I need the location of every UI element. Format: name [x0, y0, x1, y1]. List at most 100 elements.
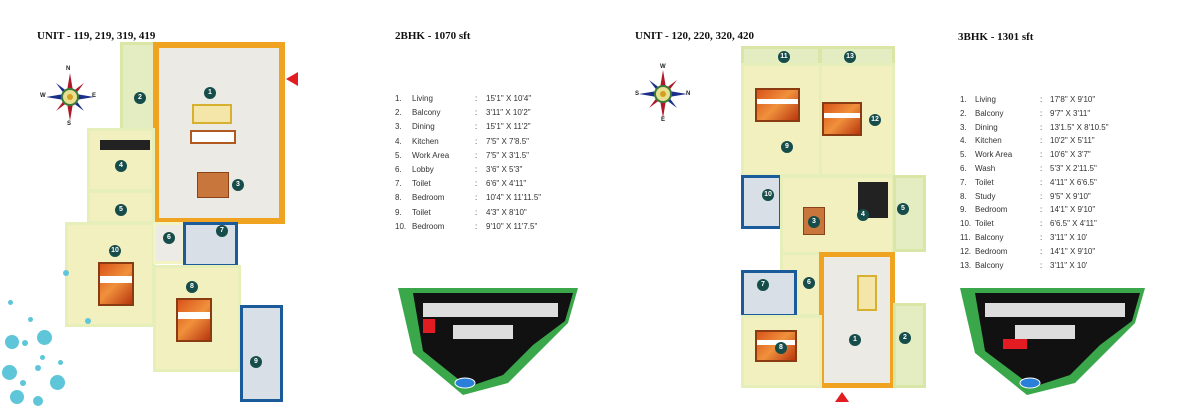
- left-site-plan: [398, 288, 578, 395]
- spec-number: 12.: [960, 246, 972, 256]
- spec-dim: 10'6" X 3'7": [1050, 150, 1091, 160]
- room-badge-4: 4: [115, 160, 127, 172]
- room-badge-4: 4: [857, 209, 869, 221]
- spec-separator: :: [1040, 177, 1043, 187]
- spec-number: 3.: [960, 122, 967, 132]
- compass-label-w: W: [40, 93, 46, 99]
- spec-row: 4.Kitchen:7'5" X 7'8.5": [395, 137, 595, 151]
- room-balcony-2: [893, 303, 926, 388]
- spec-name: Living: [412, 94, 433, 103]
- room-work-area: [893, 175, 926, 252]
- spec-dim: 14'1" X 9'10": [1050, 205, 1096, 215]
- spec-separator: :: [475, 136, 478, 146]
- spec-name: Balcony: [412, 108, 441, 118]
- spec-separator: :: [475, 193, 478, 203]
- compass-label-left: S: [635, 91, 640, 97]
- spec-number: 2.: [960, 108, 967, 118]
- room-badge-10: 10: [762, 189, 774, 201]
- spec-dim: 4'11" X 6'6.5": [1050, 177, 1097, 187]
- room-badge-10: 10: [109, 245, 121, 257]
- spec-name: Toilet: [975, 177, 994, 187]
- spec-separator: :: [475, 150, 478, 160]
- room-toilet-7: [741, 270, 797, 317]
- spec-row: 2.Balcony:9'7" X 3'11": [960, 109, 1160, 123]
- compass-label-top: W: [660, 64, 666, 70]
- right-site-plan: [960, 288, 1145, 395]
- spec-name: Study: [975, 191, 996, 201]
- spec-number: 9.: [960, 205, 967, 215]
- spec-name: Work Area: [975, 150, 1013, 160]
- spec-name: Toilet: [975, 219, 994, 229]
- spec-row: 10.Toilet:6'6.5" X 4'11": [960, 219, 1160, 233]
- room-badge-8: 8: [775, 342, 787, 354]
- spec-number: 9.: [395, 207, 402, 217]
- compass-label-s: S: [67, 121, 72, 127]
- bed-icon: [822, 102, 862, 136]
- spec-row: 6.Lobby:3'6" X 5'3": [395, 165, 595, 179]
- spec-name: Bedroom: [412, 193, 445, 203]
- spec-dim: 9'7" X 3'11": [1050, 108, 1091, 118]
- room-badge-9: 9: [250, 356, 262, 368]
- spec-dim: 10'4" X 11'11.5": [486, 193, 542, 203]
- room-living: [819, 252, 895, 388]
- left-spec-title: 2BHK - 1070 sft: [395, 30, 471, 42]
- spec-row: 1.Living:15'1" X 10'4": [395, 94, 595, 108]
- room-badge-7: 7: [757, 279, 769, 291]
- room-badge-3: 3: [808, 216, 820, 228]
- spec-separator: :: [1040, 95, 1043, 104]
- spec-number: 3.: [395, 122, 402, 132]
- spec-row: 12.Bedroom:14'1" X 9'10": [960, 247, 1160, 261]
- spec-name: Kitchen: [412, 136, 439, 146]
- spec-separator: :: [1040, 150, 1043, 160]
- room-badge-2: 2: [899, 332, 911, 344]
- spec-row: 10.Bedroom:9'10" X 11'7.5": [395, 222, 595, 236]
- spec-dim: 14'1" X 9'10": [1050, 246, 1096, 256]
- right-spec-title: 3BHK - 1301 sft: [958, 31, 1034, 43]
- spec-name: Work Area: [412, 150, 450, 160]
- bed-icon: [176, 298, 212, 342]
- spec-separator: :: [1040, 136, 1043, 146]
- room-balcony: [120, 42, 156, 132]
- spec-number: 11.: [960, 232, 971, 242]
- spec-separator: :: [475, 108, 478, 118]
- spec-name: Lobby: [412, 164, 434, 174]
- spec-dim: 3'11" X 10': [1050, 232, 1088, 242]
- spec-row: 6.Wash:5'3" X 2'11.5": [960, 164, 1160, 178]
- compass-label-bottom: E: [661, 117, 666, 123]
- spec-separator: :: [1040, 260, 1043, 270]
- spec-number: 4.: [960, 136, 967, 146]
- room-badge-13: 13: [844, 51, 856, 63]
- spec-number: 13.: [960, 260, 972, 270]
- left-spec-table: 1.Living:15'1" X 10'4"2.Balcony:3'11" X …: [395, 94, 595, 236]
- spec-separator: :: [1040, 122, 1043, 132]
- spec-number: 1.: [960, 95, 967, 104]
- compass-label-n: N: [66, 66, 71, 72]
- room-badge-9: 9: [781, 141, 793, 153]
- spec-row: 3.Dining:13'1.5" X 8'10.5": [960, 123, 1160, 137]
- compass-rose-icon: [639, 70, 687, 118]
- spec-number: 10.: [960, 219, 972, 229]
- living-rug: [857, 275, 877, 311]
- spec-number: 2.: [395, 108, 402, 118]
- spec-number: 7.: [395, 179, 402, 189]
- compass-label-right: N: [686, 91, 691, 97]
- spec-number: 8.: [960, 191, 967, 201]
- spec-dim: 17'8" X 9'10": [1050, 95, 1096, 104]
- spec-dim: 10'2" X 5'11": [1050, 136, 1095, 146]
- spec-row: 5.Work Area:10'6" X 3'7": [960, 150, 1160, 164]
- room-badge-3: 3: [232, 179, 244, 191]
- spec-separator: :: [1040, 232, 1043, 242]
- spec-row: 7.Toilet:6'6" X 4'11": [395, 179, 595, 193]
- room-lobby: [153, 222, 185, 264]
- spec-separator: :: [1040, 108, 1043, 118]
- spec-separator: :: [1040, 219, 1043, 229]
- spec-row: 4. Kitchen:10'2" X 5'11": [960, 136, 1160, 150]
- room-badge-1: 1: [849, 334, 861, 346]
- room-badge-12: 12: [869, 114, 881, 126]
- spec-name: Balcony: [975, 232, 1004, 242]
- spec-dim: 15'1" X 11'2": [486, 122, 531, 132]
- spec-name: Kitchen: [975, 136, 1002, 146]
- spec-dim: 6'6.5" X 4'11": [1050, 219, 1097, 229]
- spec-number: 6.: [395, 164, 402, 174]
- compass-label-e: E: [92, 93, 97, 99]
